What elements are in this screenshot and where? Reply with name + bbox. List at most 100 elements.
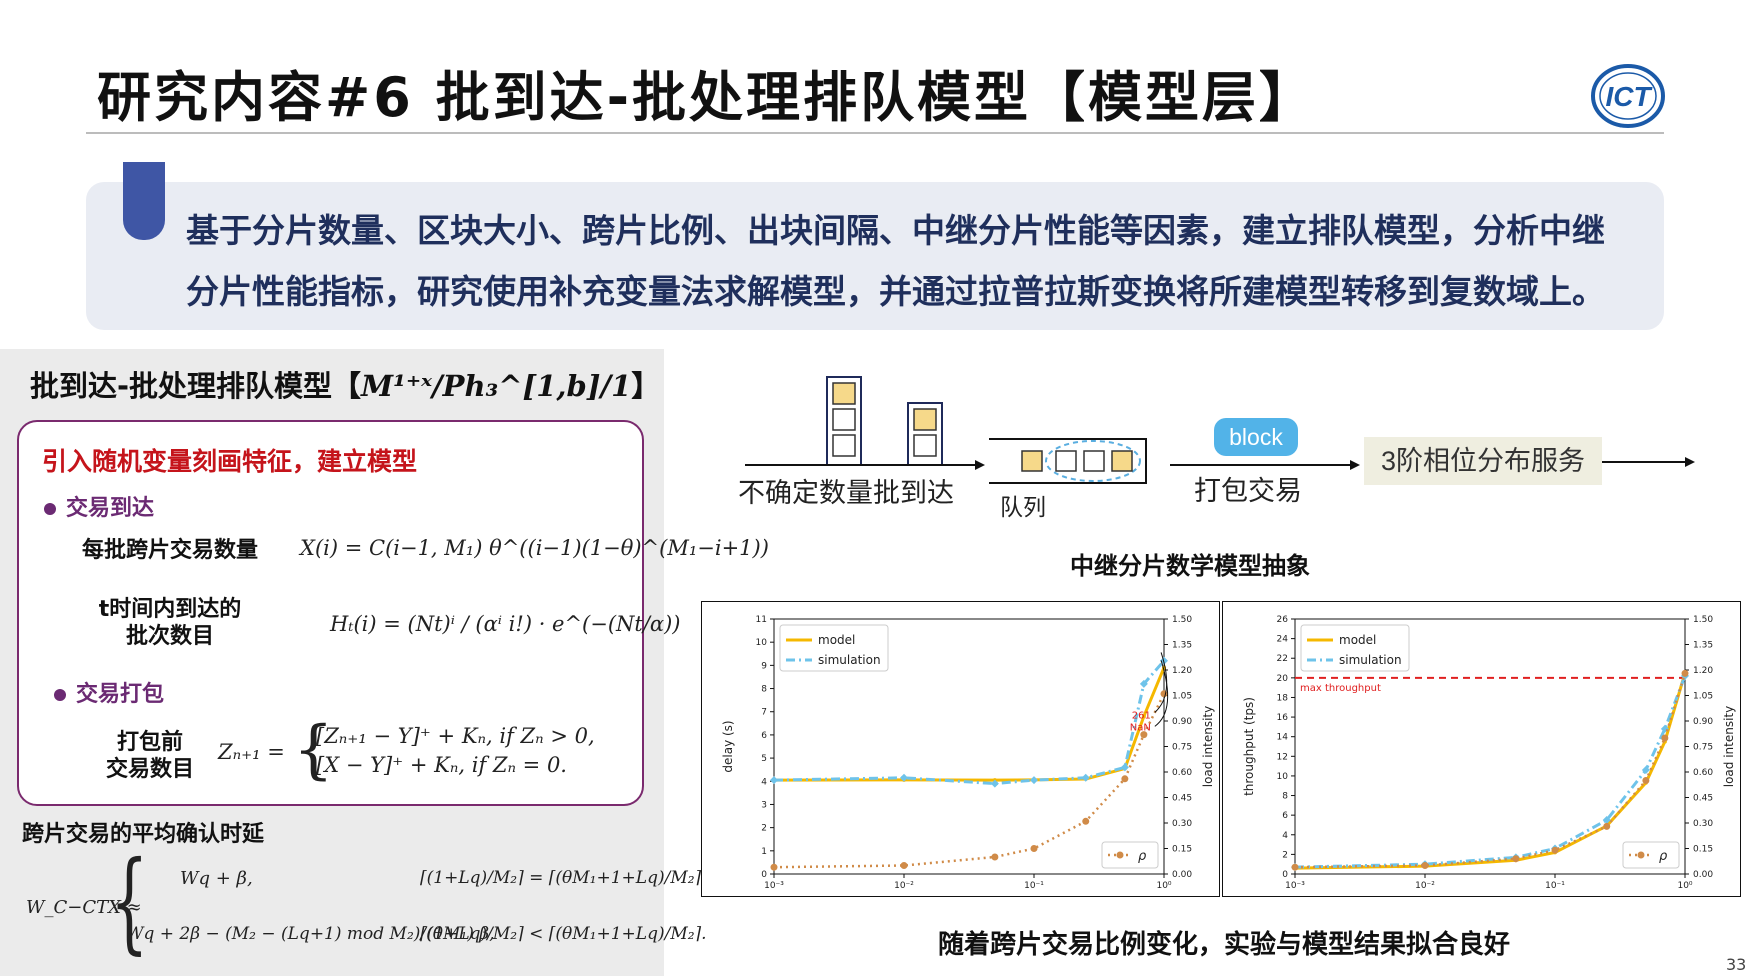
throughput-chart: 024681012141618202224260.000.150.300.450… (1242, 615, 1736, 891)
queue-tx (1111, 450, 1133, 472)
queue-slot (1055, 450, 1077, 472)
x-tick-label: 10⁻¹ (1024, 881, 1044, 891)
label-pack-count-line1: 打包前 (116, 730, 183, 755)
data-point (1081, 773, 1090, 782)
data-point (900, 862, 908, 869)
label-batch-count-line2: 批次数目 (125, 624, 214, 649)
data-point (1661, 734, 1669, 742)
y-tick-label: 4 (761, 777, 767, 787)
series-line-simulation (1294, 675, 1687, 869)
y-tick-label: 2 (761, 824, 767, 834)
model-notation: M¹⁺ˣ/Ph₃^[1,b]/1 (361, 369, 632, 403)
queue-label: 队列 (1000, 494, 1046, 520)
bullet-dot (54, 689, 66, 701)
annotation-arrow (1154, 660, 1169, 727)
y2-tick-label: 1.35 (1172, 641, 1192, 651)
formula-pack-case2: [X − Y]⁺ + Kₙ, if Zₙ = 0. (316, 753, 567, 777)
latency-case2: Wq + 2β − (M₂ − (Lq+1) mod M₂)/(θM₁) β, (126, 924, 495, 944)
y-tick-label: 10 (1277, 772, 1289, 782)
max-throughput-label: max throughput (1300, 683, 1381, 694)
delay-chart: 012345678910110.000.150.300.450.600.750.… (721, 615, 1215, 891)
arrow-head (975, 460, 985, 470)
data-point (1602, 816, 1611, 825)
data-point (1030, 776, 1038, 785)
data-point (1421, 862, 1429, 869)
service-label: 3阶相位分布服务 (1381, 446, 1585, 476)
data-point (1140, 731, 1148, 739)
label-batch-size: 每批跨片交易数量 (81, 538, 258, 563)
x-tick-label: 10⁻¹ (1545, 881, 1565, 891)
formula-pack-brace: { (293, 713, 334, 787)
model-box (17, 420, 644, 806)
data-point (1681, 669, 1689, 677)
y-tick-label: 7 (761, 708, 767, 718)
x-tick-label: 10⁰ (1156, 881, 1171, 891)
y-tick-label: 12 (1277, 752, 1288, 762)
y2-tick-label: 0.90 (1693, 717, 1713, 727)
y-tick-label: 10 (756, 638, 768, 648)
latency-cond2: ⌈(1+Lq)/M₂⌉ < ⌈(θM₁+1+Lq)/M₂⌉. (420, 924, 707, 944)
y2-tick-label: 1.05 (1172, 692, 1192, 702)
slide-title: 研究内容#6 批到达-批处理排队模型【模型层】 (97, 66, 1317, 129)
bullet-arrival-label: 交易到达 (66, 496, 155, 521)
y-tick-label: 22 (1277, 654, 1288, 664)
data-point (1642, 777, 1650, 784)
legend-label: model (818, 633, 855, 647)
latency-lhs: W_C−CTX ≈ (26, 897, 142, 918)
data-point (990, 779, 999, 788)
y2-tick-label: 0.00 (1172, 870, 1192, 880)
data-point (770, 863, 778, 871)
data-point (1030, 845, 1038, 852)
arrow-head (1685, 457, 1695, 467)
bullet-arrival: 交易到达 (44, 490, 154, 522)
arrival-label: 不确定数量批到达 (738, 478, 954, 508)
data-point (1141, 714, 1146, 719)
legend-label: simulation (1339, 653, 1402, 667)
y2-tick-label: 0.60 (1172, 768, 1192, 778)
y-tick-label: 16 (1277, 713, 1289, 723)
data-point (900, 773, 908, 782)
queue-tx (1021, 450, 1043, 472)
y2-tick-label: 0.75 (1172, 743, 1192, 753)
summary-banner (86, 182, 1664, 330)
y2-tick-label: 1.50 (1693, 615, 1713, 625)
model-box-title: 引入随机变量刻画特征，建立模型 (42, 447, 418, 476)
series-line-rho (1294, 673, 1687, 869)
data-point (991, 853, 999, 861)
y2-tick-label: 0.30 (1693, 819, 1713, 829)
data-point (770, 776, 778, 785)
queue-window (1045, 440, 1141, 482)
model-heading: 批到达-批处理排队模型【M¹⁺ˣ/Ph₃^[1,b]/1】 (30, 363, 660, 405)
x-tick-label: 10⁻³ (1285, 881, 1305, 891)
y-tick-label: 3 (761, 800, 767, 810)
data-point (1603, 822, 1611, 830)
y-tick-label: 0 (1282, 870, 1288, 880)
y-tick-label: 18 (1277, 693, 1289, 703)
annotation-nan: NaN (1130, 722, 1151, 733)
arrow-head (1350, 460, 1360, 470)
y2-tick-label: 0.00 (1693, 870, 1713, 880)
y-tick-label: 1 (761, 847, 767, 857)
y2-tick-label: 1.05 (1693, 692, 1713, 702)
series-line-model (1294, 672, 1687, 870)
queue-box (989, 438, 1147, 484)
y2-tick-label: 0.45 (1172, 794, 1192, 804)
data-point (1641, 766, 1650, 775)
x-tick-label: 10⁻² (1415, 881, 1435, 891)
latency-title: 跨片交易的平均确认时延 (22, 822, 265, 847)
legend-box-rho (1622, 841, 1680, 869)
latency-brace: { (110, 837, 149, 965)
bullet-pack: 交易打包 (54, 676, 164, 708)
model-heading-suffix: 】 (631, 369, 661, 403)
latency-cond1: ⌈(1+Lq)/M₂⌉ = ⌈(θM₁+1+Lq)/M₂⌉, (420, 868, 707, 888)
y-axis-label: delay (s) (721, 720, 735, 772)
y-tick-label: 4 (1282, 831, 1288, 841)
y2-tick-label: 1.50 (1172, 615, 1192, 625)
series-line-rho (773, 693, 1166, 869)
bullet-pack-label: 交易打包 (76, 682, 165, 707)
x-tick-label: 10⁻² (894, 881, 914, 891)
legend-label-rho: ρ (1138, 849, 1147, 864)
y2-tick-label: 0.30 (1172, 819, 1192, 829)
